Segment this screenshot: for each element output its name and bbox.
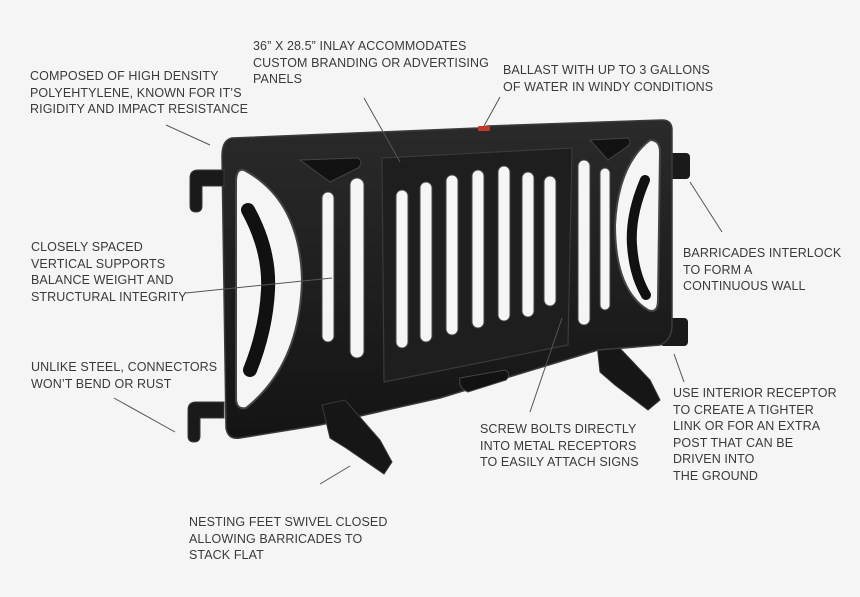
callout-line: BALANCE WEIGHT AND xyxy=(31,273,174,287)
left-arc-inner xyxy=(241,203,276,377)
right-arc-inner xyxy=(626,175,651,300)
slot xyxy=(321,191,335,343)
callout-interlock: BARRICADES INTERLOCK TO FORM A CONTINUOU… xyxy=(683,245,841,295)
callout-feet: NESTING FEET SWIVEL CLOSED ALLOWING BARR… xyxy=(189,514,387,564)
callout-line: THE GROUND xyxy=(673,468,759,483)
left-foot xyxy=(321,399,393,475)
callout-line: LINK OR FOR AN EXTRA xyxy=(673,419,821,433)
callout-line: RIGIDITY AND IMPACT RESISTANCE xyxy=(30,102,249,116)
callout-line: UNLIKE STEEL, CONNECTORS xyxy=(31,360,218,374)
callout-line: OF WATER IN WINDY CONDITIONS xyxy=(503,79,714,94)
callout-line: SCREW BOLTS DIRECTLY xyxy=(480,422,637,436)
callout-material: COMPOSED OF HIGH DENSITY POLYEHTYLENE, K… xyxy=(30,68,248,118)
callout-line: NESTING FEET SWIVEL CLOSED xyxy=(189,515,388,529)
callout-line: POLYEHTYLENE, KNOWN FOR IT’S xyxy=(30,85,242,100)
slot xyxy=(349,177,365,359)
callout-receptor: USE INTERIOR RECEPTOR TO CREATE A TIGHTE… xyxy=(673,385,837,484)
left-top-handle xyxy=(298,157,362,183)
callout-ballast: BALLAST WITH UP TO 3 GALLONS OF WATER IN… xyxy=(503,62,713,95)
callout-line: INTO METAL RECEPTORS xyxy=(480,438,637,453)
callout-inlay: 36” X 28.5” INLAY ACCOMMODATES CUSTOM BR… xyxy=(253,38,489,88)
right-top-handle xyxy=(588,137,631,161)
callout-bolts: SCREW BOLTS DIRECTLY INTO METAL RECEPTOR… xyxy=(480,421,639,471)
slot xyxy=(577,159,591,326)
callout-line: DRIVEN INTO xyxy=(673,452,755,466)
callout-line: VERTICAL SUPPORTS xyxy=(31,256,166,271)
callout-line: TO EASILY ATTACH SIGNS xyxy=(480,455,639,469)
callout-connectors: UNLIKE STEEL, CONNECTORS WON’T BEND OR R… xyxy=(31,359,217,392)
callout-line: COMPOSED OF HIGH DENSITY xyxy=(30,69,219,83)
callout-line: 36” X 28.5” INLAY ACCOMMODATES xyxy=(253,39,467,53)
callout-line: CUSTOM BRANDING OR ADVERTISING xyxy=(253,55,489,70)
callout-line: BARRICADES INTERLOCK xyxy=(683,246,842,260)
inlay-slots xyxy=(395,165,557,349)
callout-line: STACK FLAT xyxy=(189,548,264,562)
ballast-cap xyxy=(478,126,490,131)
callout-line: BALLAST WITH UP TO 3 GALLONS xyxy=(503,63,710,77)
left-connector-top xyxy=(189,169,225,213)
bottom-handle xyxy=(459,369,510,393)
left-connector-bottom xyxy=(187,401,225,443)
callout-line: WON’T BEND OR RUST xyxy=(31,376,172,391)
callout-line: PANELS xyxy=(253,72,303,86)
callout-line: ALLOWING BARRICADES TO xyxy=(189,531,363,546)
callout-line: POST THAT CAN BE xyxy=(673,435,794,450)
callout-line: CLOSELY SPACED xyxy=(31,240,143,254)
callout-supports: CLOSELY SPACED VERTICAL SUPPORTS BALANCE… xyxy=(31,239,187,305)
callout-line: TO FORM A xyxy=(683,262,753,277)
callout-line: TO CREATE A TIGHTER xyxy=(673,402,814,417)
leader-lines xyxy=(113,96,723,485)
callout-line: USE INTERIOR RECEPTOR xyxy=(673,386,837,400)
callout-line: STRUCTURAL INTEGRITY xyxy=(31,289,187,304)
slot xyxy=(599,167,611,311)
callout-line: CONTINUOUS WALL xyxy=(683,279,806,293)
